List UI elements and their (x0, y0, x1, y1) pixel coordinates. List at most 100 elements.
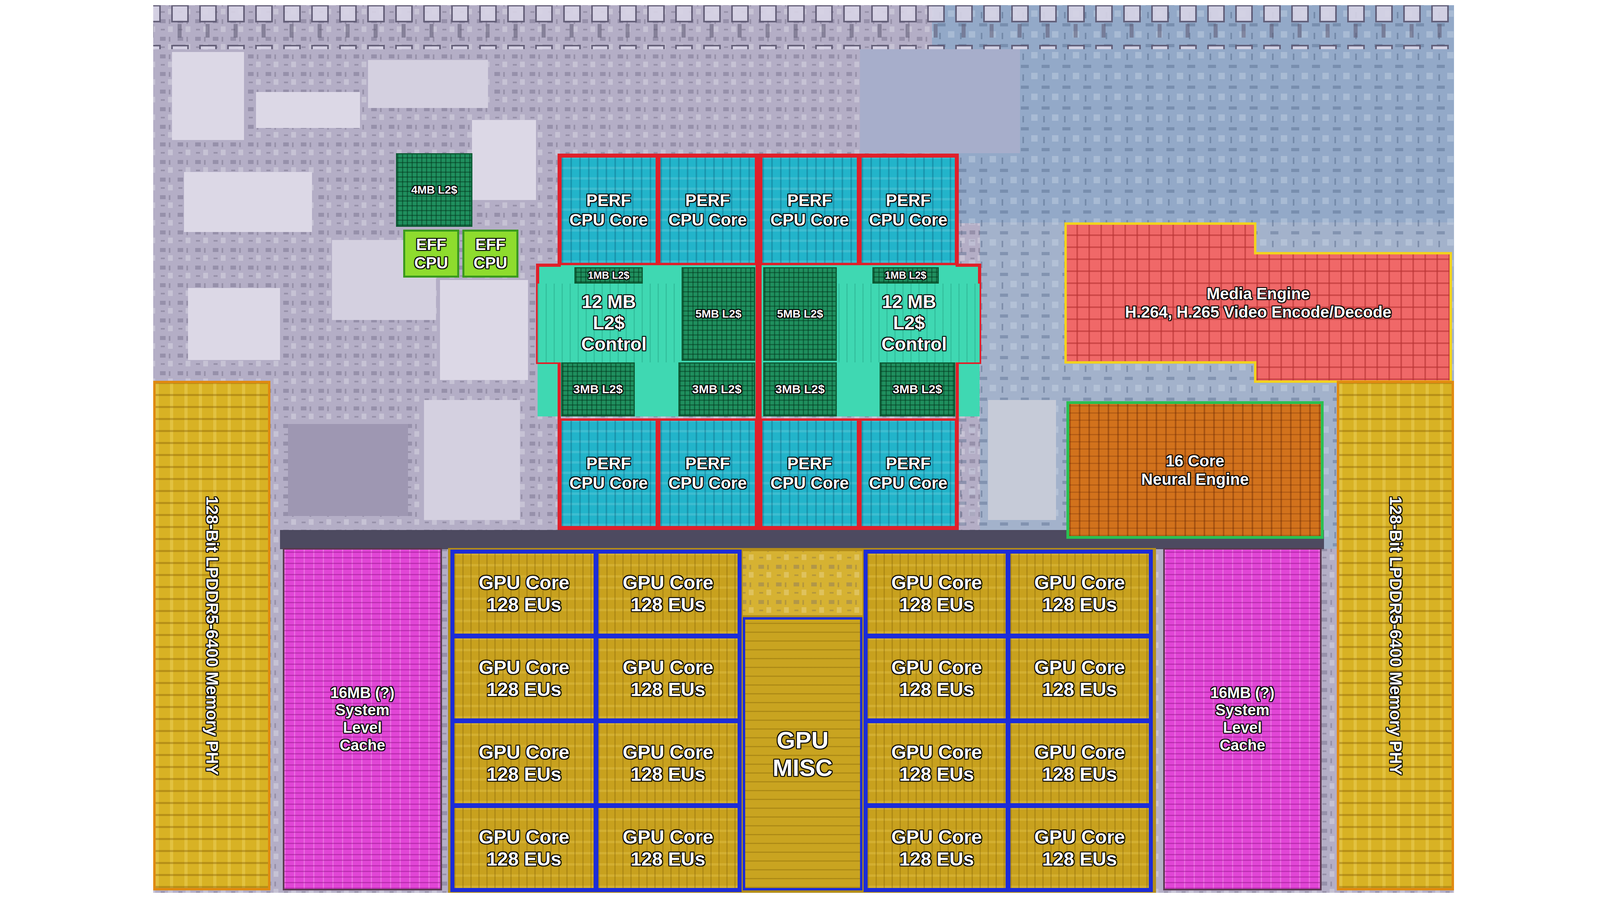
cpu-core: PERF CPU Core (658, 418, 758, 529)
block-label: 1MB L2$ (588, 269, 630, 282)
die-patch (440, 280, 528, 380)
cache-controller: 12 MB L2$ Control (537, 283, 680, 363)
block-label: PERF CPU Core (568, 454, 649, 493)
gpu-core: GPU Core 128 EUs (1008, 805, 1152, 891)
cache-block: 3MB L2$ (763, 362, 837, 417)
block-label: H.264, H.265 Video Encode/Decode (1124, 302, 1392, 322)
gpu-core: GPU Core 128 EUs (865, 805, 1008, 891)
gpu-core: GPU Core 128 EUs (865, 551, 1008, 636)
block-label: 1MB L2$ (884, 269, 927, 282)
cpu-core: PERF CPU Core (760, 418, 860, 529)
cpu-core: PERF CPU Core (760, 155, 860, 266)
system-cache: 16MB (?) System Level Cache (282, 548, 442, 891)
block-label: GPU Core 128 EUs (478, 741, 570, 786)
cpu-core: PERF CPU Core (859, 418, 958, 529)
block-label: 128-Bit LPDDR5-6400 Memory PHY (1385, 496, 1405, 776)
cache-block: 3MB L2$ (678, 362, 756, 417)
block-label: GPU Core 128 EUs (890, 656, 983, 701)
block-label: GPU Core 128 EUs (890, 826, 983, 870)
block-label: GPU Core 128 EUs (478, 826, 570, 870)
block-label: GPU MISC (772, 726, 833, 782)
block-label: GPU Core 128 EUs (622, 741, 714, 786)
block-label: GPU Core 128 EUs (1034, 741, 1126, 786)
gpu-core: GPU Core 128 EUs (452, 720, 596, 806)
block-label: 128-Bit LPDDR5-6400 Memory PHY (202, 496, 222, 776)
die-patch (256, 92, 360, 128)
gpu-core: GPU Core 128 EUs (1008, 636, 1152, 721)
block-label: 3MB L2$ (775, 382, 825, 397)
block-label: PERF CPU Core (668, 454, 748, 493)
die-patch (368, 60, 488, 108)
gpu-block (742, 551, 863, 616)
block-label: Media Engine (1206, 284, 1310, 303)
gpu-core: GPU Core 128 EUs (452, 805, 596, 891)
gpu-core: GPU Core 128 EUs (865, 720, 1008, 806)
die-ground (153, 5, 1454, 893)
cluster-outline (760, 155, 980, 529)
cache-block: 3MB L2$ (561, 362, 635, 417)
die-patch (988, 400, 1056, 520)
block-label: PERF CPU Core (668, 190, 748, 230)
block-label: 4MB L2$ (411, 183, 458, 197)
cache-block: 5MB L2$ (681, 267, 756, 361)
gpu-core: GPU Core 128 EUs (596, 720, 740, 806)
block-label: 5MB L2$ (776, 307, 823, 321)
block-label: GPU Core 128 EUs (890, 571, 983, 616)
gpu-core: GPU Core 128 EUs (596, 551, 740, 636)
block-label: 3MB L2$ (573, 382, 623, 397)
block-label: GPU Core 128 EUs (622, 656, 714, 701)
block-label: GPU Core 128 EUs (1034, 571, 1126, 616)
block-label: GPU Core 128 EUs (890, 741, 983, 786)
block-label: GPU Core 128 EUs (478, 656, 570, 701)
media-fill (1065, 223, 1451, 382)
gpu-core: GPU Core 128 EUs (596, 805, 740, 891)
die-patch (472, 120, 536, 200)
gpu-core: GPU Core 128 EUs (1008, 720, 1152, 806)
die-region (860, 49, 1020, 154)
die-texture (742, 551, 863, 616)
gpu-outline (865, 551, 1152, 891)
block-label: PERF CPU Core (770, 190, 850, 230)
block-label: EFF CPU (414, 235, 448, 272)
gpu-core: GPU Core 128 EUs (452, 636, 596, 721)
memory-phy: 128-Bit LPDDR5-6400 Memory PHY (1336, 380, 1454, 891)
block-label: PERF CPU Core (770, 454, 850, 493)
block-label: 5MB L2$ (695, 307, 742, 321)
media-engine: Media EngineH.264, H.265 Video Encode/De… (1064, 222, 1452, 383)
block-label: 16MB (?) System Level Cache (1210, 684, 1276, 755)
die-texture (153, 5, 1454, 893)
block-label: GPU Core 128 EUs (622, 571, 714, 616)
block-label: 3MB L2$ (892, 382, 942, 397)
cpu-core: EFF CPU (403, 229, 460, 278)
cpu-core: PERF CPU Core (859, 155, 958, 266)
die-patch (424, 400, 520, 520)
block-label: PERF CPU Core (868, 454, 948, 493)
block-label: 12 MB L2$ Control (881, 291, 937, 355)
bond-pads (153, 5, 1454, 50)
block-label: EFF CPU (473, 235, 508, 272)
cache-block: 3MB L2$ (879, 362, 956, 417)
cache-block: 1MB L2$ (872, 267, 939, 284)
media-border (1065, 223, 1451, 382)
cpu-core: PERF CPU Core (658, 155, 758, 266)
cache-block: 4MB L2$ (396, 153, 473, 227)
gpu-core: GPU Core 128 EUs (596, 636, 740, 721)
gpu-core: GPU Core 128 EUs (452, 551, 596, 636)
die-patch (288, 424, 408, 516)
block-label: GPU Core 128 EUs (1034, 826, 1126, 870)
block-label: 16MB (?) System Level Cache (330, 684, 396, 755)
gpu-ground (448, 548, 1156, 893)
cpu-core: EFF CPU (462, 229, 519, 278)
block-label: PERF CPU Core (568, 190, 649, 230)
cpu-core: PERF CPU Core (559, 418, 658, 529)
gpu-core: GPU Core 128 EUs (865, 636, 1008, 721)
cache-block: 5MB L2$ (763, 267, 837, 361)
block-label: GPU Core 128 EUs (478, 571, 570, 616)
cpu-core: PERF CPU Core (559, 155, 658, 266)
gpu-core: GPU Core 128 EUs (1008, 551, 1152, 636)
block-label: GPU Core 128 EUs (1034, 656, 1126, 701)
die-patch (188, 288, 280, 360)
die-patch (172, 52, 244, 140)
block-label: GPU Core 128 EUs (622, 826, 714, 870)
